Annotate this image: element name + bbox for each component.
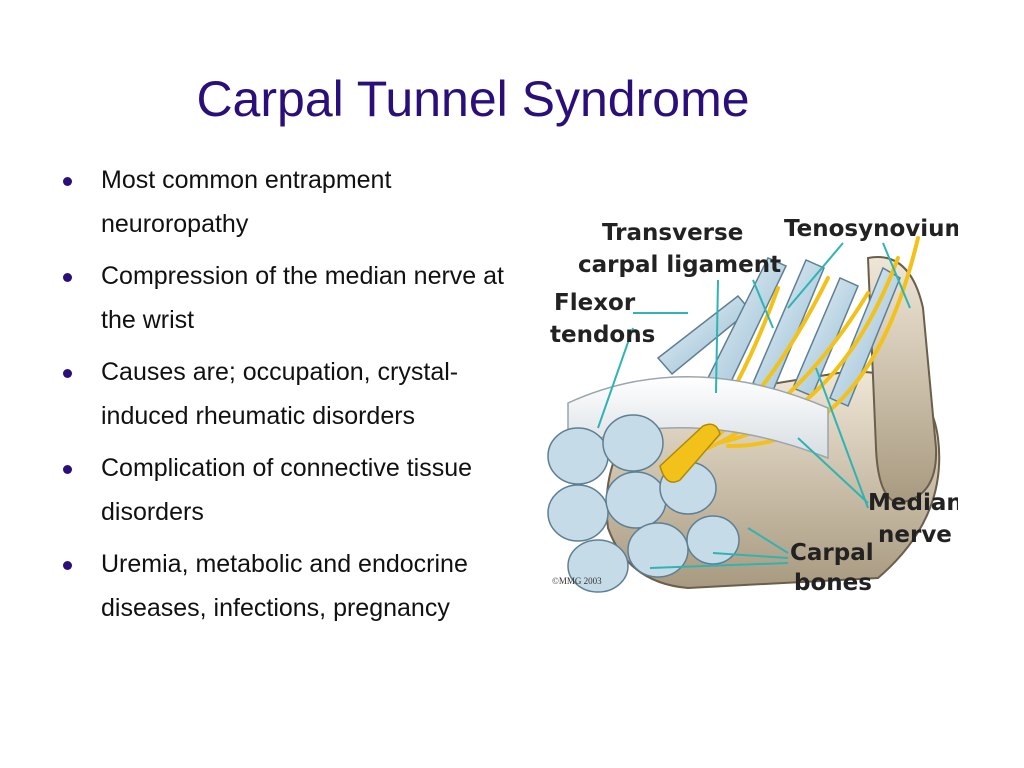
bullet-text: Compression of the median nerve at the w…	[101, 262, 504, 334]
bullet-list: Most common entrapment neuroropathy Comp…	[60, 158, 540, 638]
copyright-text: ©MMG 2003	[552, 576, 602, 586]
bullet-dot-icon	[63, 561, 72, 570]
bullet-dot-icon	[63, 465, 72, 474]
bullet-item: Compression of the median nerve at the w…	[60, 254, 540, 342]
label-carpal-1: Carpal	[790, 540, 874, 566]
carpal-tunnel-illustration: Transverse carpal ligament Tenosynovium …	[538, 198, 958, 600]
median-nerve-shape	[659, 423, 721, 483]
bullet-text: Uremia, metabolic and endocrine diseases…	[101, 550, 468, 622]
label-transverse-2: carpal ligament	[578, 252, 781, 278]
bullet-dot-icon	[63, 177, 72, 186]
bullet-item: Causes are; occupation, crystal-induced …	[60, 350, 540, 438]
label-transverse-1: Transverse	[602, 220, 743, 246]
bullet-text: Complication of connective tissue disord…	[101, 454, 473, 526]
label-flexor-2: tendons	[550, 322, 655, 348]
bullet-dot-icon	[63, 369, 72, 378]
bullet-item: Complication of connective tissue disord…	[60, 446, 540, 534]
label-leader-lines	[597, 242, 911, 569]
label-median-2: nerve	[878, 522, 952, 548]
anatomy-svg: Transverse carpal ligament Tenosynovium …	[547, 216, 958, 596]
label-carpal-2: bones	[794, 570, 872, 596]
bullet-text: Most common entrapment neuroropathy	[101, 166, 392, 238]
bullet-text: Causes are; occupation, crystal-induced …	[101, 358, 459, 430]
slide-title: Carpal Tunnel Syndrome	[196, 71, 750, 127]
bullet-item: Uremia, metabolic and endocrine diseases…	[60, 542, 540, 630]
label-median-1: Median	[868, 490, 958, 516]
flexor-tendon-bundle	[547, 414, 740, 593]
bullet-item: Most common entrapment neuroropathy	[60, 158, 540, 246]
label-tenosynovium: Tenosynovium	[784, 216, 958, 242]
label-flexor-1: Flexor	[554, 290, 636, 316]
bullet-dot-icon	[63, 273, 72, 282]
